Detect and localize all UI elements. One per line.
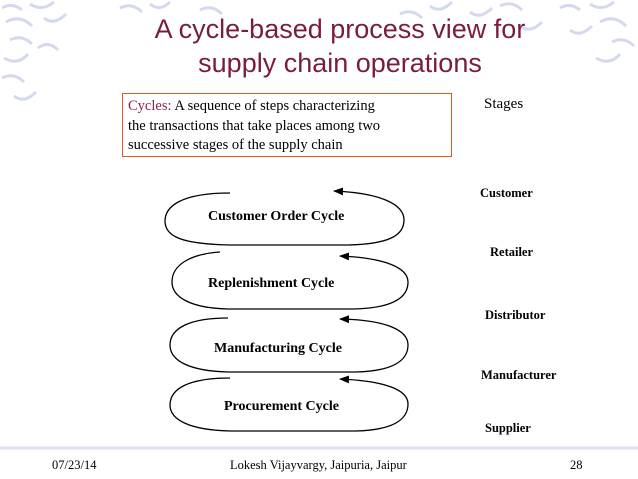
manufacturing-cycle-loop <box>169 315 409 373</box>
footer-page-number: 28 <box>570 458 583 472</box>
cycle-label-procurement: Procurement Cycle <box>224 399 339 414</box>
procurement-cycle-loop <box>169 375 409 432</box>
stage-distributor: Distributor <box>485 308 546 322</box>
stage-customer: Customer <box>480 186 533 200</box>
definition-text-line-3: successive stages of the supply chain <box>128 137 343 153</box>
slide-title-line-2: supply chain operations <box>198 48 482 78</box>
stage-retailer: Retailer <box>490 245 534 259</box>
definition-text-line-2: the transactions that take places among … <box>128 117 381 134</box>
stage-manufacturer: Manufacturer <box>481 368 557 382</box>
slide-title-line-1: A cycle-based process view for <box>154 14 526 44</box>
cycle-label-customer-order: Customer Order Cycle <box>208 209 345 224</box>
definition-box: Cycles: A sequence of steps characterizi… <box>122 93 452 157</box>
footer-date: 07/23/14 <box>52 458 97 472</box>
cycle-label-replenishment: Replenishment Cycle <box>208 276 335 291</box>
footer-author: Lokesh Vijayvargy, Jaipuria, Jaipur <box>230 458 407 472</box>
definition-text-line-1: A sequence of steps characterizing <box>174 98 375 114</box>
stage-supplier: Supplier <box>485 421 531 435</box>
stages-heading: Stages <box>484 96 524 112</box>
replenishment-cycle-loop <box>171 251 409 310</box>
definition-term: Cycles: <box>128 98 172 114</box>
customer-order-cycle-loop <box>164 187 405 246</box>
cycle-label-manufacturing: Manufacturing Cycle <box>214 341 342 356</box>
